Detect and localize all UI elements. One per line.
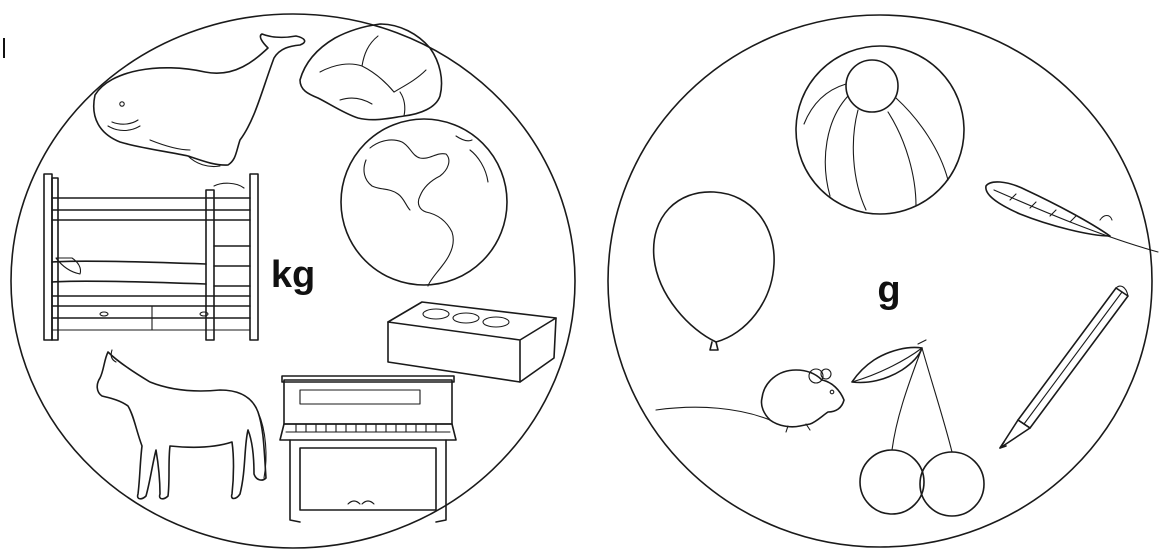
brick-icon bbox=[388, 302, 556, 382]
mouse-icon bbox=[656, 369, 844, 432]
bunk-bed-icon bbox=[44, 174, 258, 340]
piano-keys bbox=[296, 424, 436, 432]
whale-icon bbox=[94, 34, 305, 167]
earth-globe-icon bbox=[341, 119, 507, 286]
horse-icon bbox=[97, 350, 266, 499]
piano-icon bbox=[280, 376, 456, 522]
cherries-icon bbox=[852, 340, 984, 516]
rock-icon bbox=[300, 24, 442, 120]
balloon-icon bbox=[654, 192, 774, 350]
g-group: g bbox=[608, 15, 1158, 547]
kg-group: kg bbox=[11, 14, 575, 548]
g-unit-label: g bbox=[877, 269, 900, 311]
feather-icon bbox=[986, 182, 1158, 252]
kg-unit-label: kg bbox=[271, 254, 315, 296]
beach-ball-icon bbox=[796, 46, 964, 214]
